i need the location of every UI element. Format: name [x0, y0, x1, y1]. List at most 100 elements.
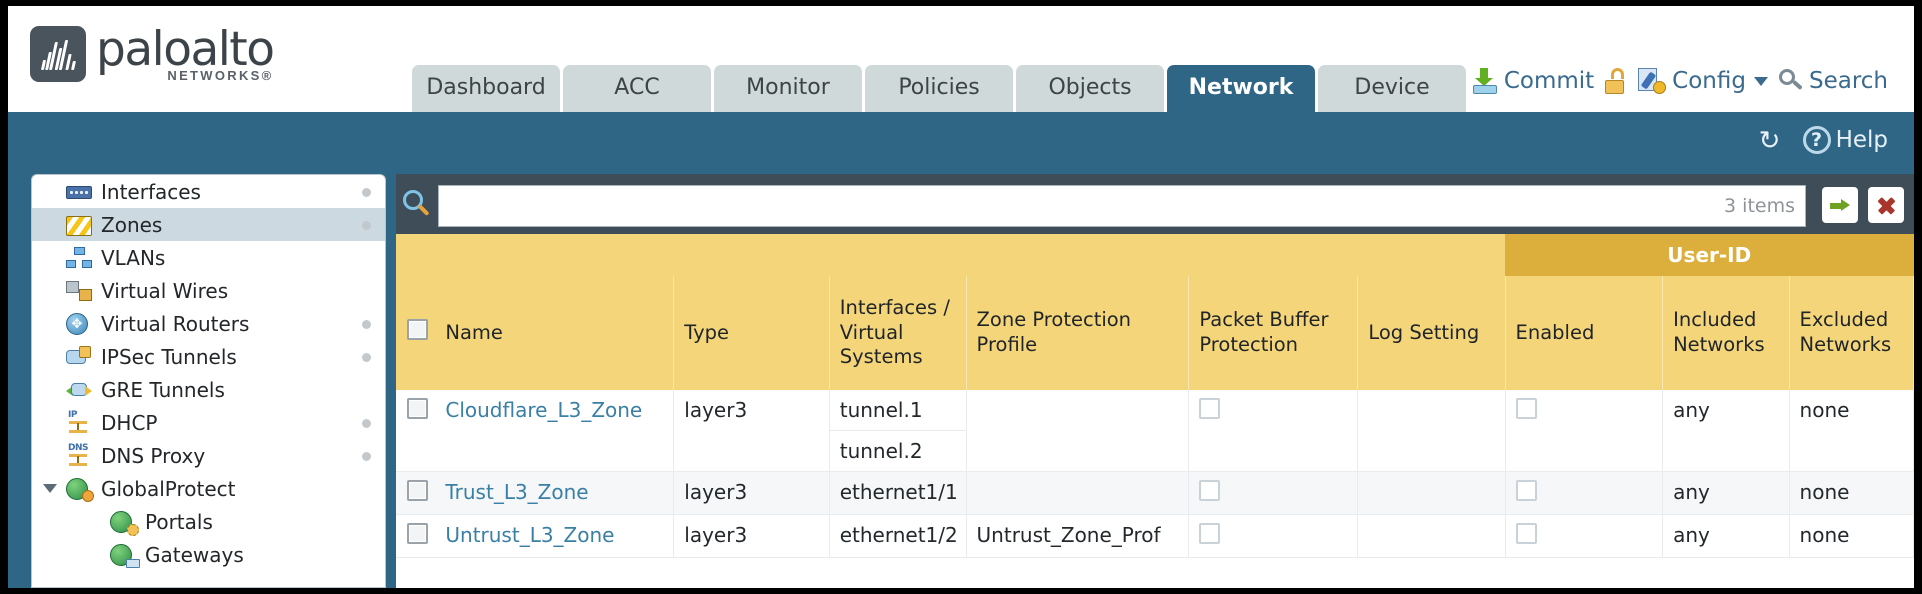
col-header-interfaces[interactable]: Interfaces / Virtual Systems: [829, 276, 967, 390]
packet-buffer-protection-checkbox[interactable]: [1199, 523, 1221, 544]
sidebar-item-dhcp[interactable]: IP DHCP: [32, 406, 385, 439]
sidebar-label-portals: Portals: [145, 509, 213, 534]
status-dot: [362, 419, 371, 428]
sidebar-item-virtual-wires[interactable]: Virtual Wires: [32, 274, 385, 307]
sidebar-item-ipsec-tunnels[interactable]: IPSec Tunnels: [32, 340, 385, 373]
cell-log-setting: [1357, 471, 1506, 515]
cell-packet-buffer-protection: [1188, 390, 1359, 472]
sidebar-item-zones[interactable]: Zones: [32, 208, 385, 241]
table-row[interactable]: Trust_L3_Zone layer3 ethernet1/1: [396, 471, 1914, 515]
tab-monitor[interactable]: Monitor: [714, 65, 862, 112]
cell-interfaces: ethernet1/1: [829, 471, 967, 515]
status-dot: [362, 188, 371, 197]
zone-name-link[interactable]: Cloudflare_L3_Zone: [445, 398, 643, 422]
cell-zone-protection-profile: Untrust_Zone_Prof: [966, 514, 1190, 558]
sidebar-label-interfaces: Interfaces: [101, 179, 201, 204]
userid-enabled-checkbox[interactable]: [1515, 398, 1537, 419]
sidebar-item-dns-proxy[interactable]: DNS DNS Proxy: [32, 439, 385, 472]
sidebar-item-portals[interactable]: Portals: [32, 505, 385, 538]
brand-name: paloalto: [96, 22, 275, 77]
tab-policies[interactable]: Policies: [865, 65, 1013, 112]
interfaces-icon: [66, 181, 92, 203]
sidebar-item-gateways[interactable]: Gateways: [32, 538, 385, 571]
cell-log-setting: [1357, 514, 1506, 558]
commit-icon: [1472, 68, 1498, 94]
sidebar-label-dhcp: DHCP: [101, 410, 158, 435]
tab-dashboard[interactable]: Dashboard: [412, 65, 560, 112]
table-row[interactable]: Untrust_L3_Zone layer3 ethernet1/2 Untru…: [396, 514, 1914, 558]
tab-acc[interactable]: ACC: [563, 65, 711, 112]
zone-name-link[interactable]: Untrust_L3_Zone: [445, 523, 615, 547]
row-checkbox[interactable]: [407, 523, 428, 544]
tab-device[interactable]: Device: [1318, 65, 1466, 112]
row-checkbox[interactable]: [407, 480, 428, 501]
packet-buffer-protection-checkbox[interactable]: [1199, 480, 1221, 501]
row-select-cell: [396, 390, 436, 472]
config-menu[interactable]: Config: [1638, 68, 1768, 94]
status-dot: [362, 320, 371, 329]
help-button[interactable]: ? Help: [1802, 126, 1888, 154]
userid-enabled-checkbox[interactable]: [1515, 523, 1537, 544]
brand-logo: paloalto NETWORKS®: [30, 22, 275, 82]
expander-collapse-icon[interactable]: [43, 484, 57, 493]
search-icon: [1778, 69, 1803, 93]
sub-bar: ↻ ? Help: [8, 112, 1914, 174]
sidebar-item-globalprotect[interactable]: GlobalProtect: [32, 472, 385, 505]
body: Interfaces Zones VLANs Virtual Wires: [8, 174, 1914, 588]
gateways-icon: [110, 543, 140, 568]
tab-objects[interactable]: Objects: [1016, 65, 1164, 112]
commit-button[interactable]: Commit: [1472, 68, 1594, 94]
group-header-user-id: User-ID: [1505, 234, 1914, 276]
cell-name: Untrust_L3_Zone: [435, 514, 675, 558]
col-header-packet-buffer-protection[interactable]: Packet Buffer Protection: [1188, 276, 1359, 390]
cell-userid-enabled: [1505, 514, 1664, 558]
col-header-name[interactable]: Name: [435, 276, 675, 390]
select-all-checkbox[interactable]: [407, 319, 428, 341]
col-header-log-setting[interactable]: Log Setting: [1357, 276, 1506, 390]
top-bar: paloalto NETWORKS® Dashboard ACC Monitor…: [8, 6, 1914, 112]
sidebar-label-virtual-routers: Virtual Routers: [101, 311, 250, 336]
config-icon: [1638, 68, 1667, 94]
tab-network[interactable]: Network: [1167, 65, 1315, 112]
col-header-type[interactable]: Type: [673, 276, 830, 390]
packet-buffer-protection-checkbox[interactable]: [1199, 398, 1221, 419]
col-header-excluded-networks[interactable]: Excluded Networks: [1789, 276, 1914, 390]
clear-filter-button[interactable]: [1868, 187, 1904, 223]
cell-included-networks: any: [1662, 471, 1790, 515]
col-header-enabled[interactable]: Enabled: [1505, 276, 1664, 390]
row-checkbox[interactable]: [407, 398, 428, 419]
sidebar-label-zones: Zones: [101, 212, 163, 237]
sidebar-item-virtual-routers[interactable]: ✥ Virtual Routers: [32, 307, 385, 340]
firewall-web-ui: paloalto NETWORKS® Dashboard ACC Monitor…: [8, 6, 1914, 588]
sidebar-item-gre-tunnels[interactable]: GRE Tunnels: [32, 373, 385, 406]
help-label: Help: [1835, 127, 1888, 153]
zone-name-link[interactable]: Trust_L3_Zone: [445, 480, 589, 504]
config-label: Config: [1672, 68, 1746, 94]
apply-filter-button[interactable]: [1822, 187, 1858, 223]
table-row[interactable]: Cloudflare_L3_Zone layer3 tunnel.1 tunne…: [396, 390, 1914, 472]
cell-packet-buffer-protection: [1188, 514, 1359, 558]
cell-excluded-networks: none: [1789, 471, 1914, 515]
refresh-icon[interactable]: ↻: [1758, 125, 1781, 155]
vlans-icon: [66, 246, 92, 269]
chevron-down-icon: [1753, 76, 1768, 86]
sidebar-item-interfaces[interactable]: Interfaces: [32, 175, 385, 208]
userid-enabled-checkbox[interactable]: [1515, 480, 1537, 501]
cell-interfaces: tunnel.1 tunnel.2: [829, 390, 967, 472]
sidebar-item-vlans[interactable]: VLANs: [32, 241, 385, 274]
help-icon: ?: [1802, 126, 1831, 154]
unlock-icon[interactable]: [1605, 68, 1627, 94]
filter-input[interactable]: 3 items: [438, 185, 1806, 227]
col-header-included-networks[interactable]: Included Networks: [1662, 276, 1790, 390]
cell-interfaces: ethernet1/2: [829, 514, 967, 558]
search-button[interactable]: Search: [1778, 68, 1888, 94]
sidebar-label-dns-proxy: DNS Proxy: [101, 443, 206, 468]
table-header-row: Name Type Interfaces / Virtual Systems Z…: [396, 276, 1914, 390]
interface-entry: tunnel.1: [829, 390, 966, 431]
sidebar-label-gre-tunnels: GRE Tunnels: [101, 377, 225, 402]
sidebar-label-globalprotect: GlobalProtect: [101, 476, 236, 501]
status-dot: [362, 353, 371, 362]
status-dot: [362, 221, 371, 230]
cell-type: layer3: [673, 514, 830, 558]
col-header-zone-protection-profile[interactable]: Zone Protection Profile: [966, 276, 1190, 390]
